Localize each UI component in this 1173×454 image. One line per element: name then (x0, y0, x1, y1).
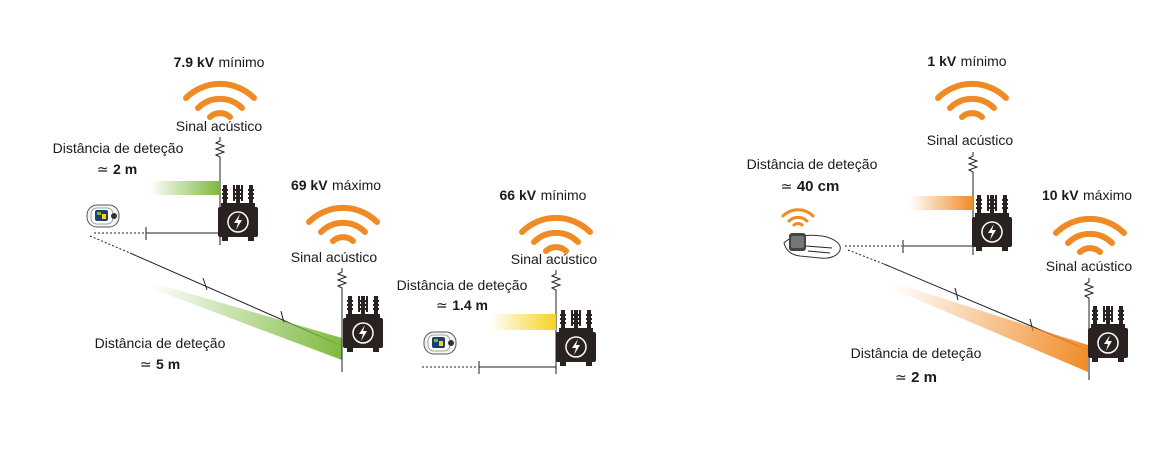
scene3-long-distance-value: ≃ 2 m (895, 369, 937, 386)
wrist-detector-icon (783, 233, 841, 259)
scene3-right-voltage-label: 10 kV máximo (1042, 187, 1132, 204)
scene3-long-distance-label: Distância de deteção (851, 345, 982, 361)
transformer-icon (555, 309, 597, 367)
scene3-short-distance-label: Distância de deteção (747, 156, 878, 172)
detection-bar-orange-long (895, 283, 1088, 372)
scene-3: 1 kV mínimo Sinal acústico Distância de … (747, 53, 1133, 386)
scene2-distance-value: ≃ 1.4 m (436, 297, 488, 314)
scene1-short-distance-label: Distância de deteção (53, 140, 184, 156)
scene2-distance-label: Distância de deteção (397, 277, 528, 293)
scene1-long-distance-value: ≃ 5 m (140, 356, 180, 373)
detection-bar-green-long (150, 282, 342, 360)
scene3-top-voltage-label: 1 kV mínimo (927, 53, 1006, 70)
detection-bar-green (150, 181, 220, 195)
spring-coil-icon (968, 151, 978, 177)
detection-bar-orange (910, 196, 973, 210)
wifi-wave-icon (186, 84, 254, 117)
transformer-icon (971, 194, 1013, 252)
scene-1: 7.9 kV mínimo Sinal acústico Distância d… (53, 54, 384, 373)
detection-bar-yellow (490, 314, 556, 330)
scene1-top-voltage-label: 7.9 kV mínimo (174, 54, 265, 71)
transformer-icon (1087, 305, 1129, 363)
scene1-right-signal-label: Sinal acústico (291, 249, 378, 265)
spring-coil-icon (551, 269, 561, 295)
spring-coil-icon (1084, 277, 1094, 303)
handheld-detector-icon (86, 204, 120, 228)
spring-coil-icon (215, 136, 225, 162)
scene3-top-signal-label: Sinal acústico (927, 132, 1014, 148)
wifi-wave-icon (309, 208, 377, 241)
scene1-top-signal-label: Sinal acústico (176, 118, 263, 134)
scene3-right-signal-label: Sinal acústico (1046, 258, 1133, 274)
handheld-detector-icon (423, 331, 457, 355)
scene1-short-distance-value: ≃ 2 m (97, 161, 137, 178)
scene3-short-distance-value: ≃ 40 cm (781, 178, 840, 195)
wifi-wave-icon (522, 218, 590, 251)
scene2-top-voltage-label: 66 kV mínimo (500, 187, 587, 204)
transformer-icon (217, 184, 259, 242)
scene2-top-signal-label: Sinal acústico (511, 251, 598, 267)
spring-coil-icon (337, 267, 347, 293)
wifi-wave-icon (781, 208, 815, 227)
scene1-long-distance-label: Distância de deteção (95, 335, 226, 351)
wifi-wave-icon (938, 84, 1006, 117)
scene1-right-voltage-label: 69 kV máximo (291, 177, 381, 194)
transformer-icon (342, 295, 384, 353)
scene-2: 66 kV mínimo Sinal acústico Distância de… (397, 187, 598, 374)
wifi-wave-icon (1056, 219, 1124, 252)
